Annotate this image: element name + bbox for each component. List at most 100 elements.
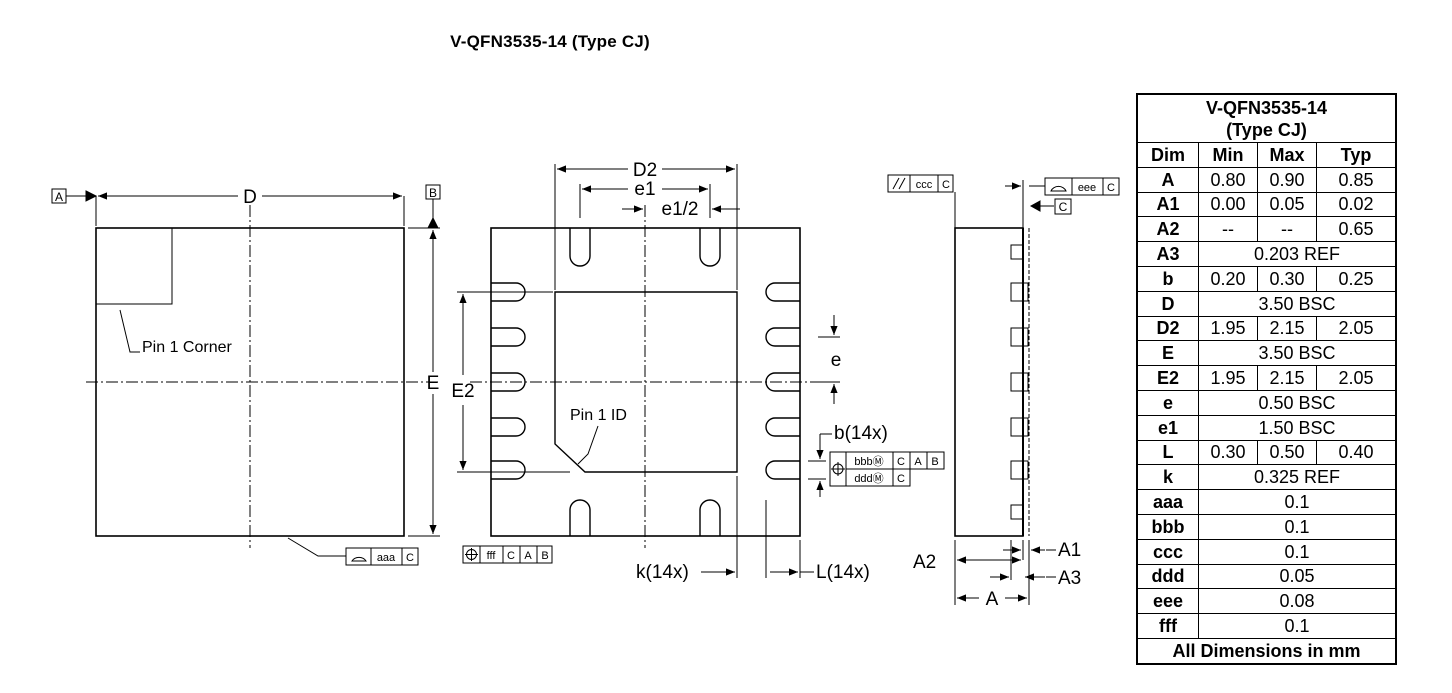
bottom-view	[457, 164, 840, 578]
dim-k-label: k(14x)	[636, 562, 689, 583]
bbb-frame-cell: bbbⓂ	[854, 455, 883, 468]
max-cell: 2.15	[1257, 315, 1317, 342]
dim-cell: ddd	[1136, 563, 1199, 590]
package-body-side	[954, 227, 1024, 537]
dim-cell: D2	[1136, 315, 1199, 342]
dim-cell: eee	[1136, 588, 1199, 615]
typ-cell: 0.40	[1316, 439, 1397, 466]
value-cell: 0.08	[1198, 588, 1397, 615]
dim-cell: A1	[1136, 191, 1199, 218]
min-cell: 0.00	[1198, 191, 1258, 218]
pin-left-3	[491, 372, 526, 392]
dim-a1-label: A1	[1058, 540, 1081, 561]
table-header-row: Dim Min Max Typ	[1136, 142, 1397, 168]
fff-frame-datum-a: A	[524, 550, 532, 562]
max-cell: 0.90	[1257, 166, 1317, 193]
dimension-table: V-QFN3535-14 (Type CJ) Dim Min Max Typ A…	[1136, 93, 1397, 665]
bbb-frame-datum-c: C	[897, 456, 905, 468]
pin-bottom-2	[699, 499, 721, 536]
typ-cell: 0.85	[1316, 166, 1397, 193]
max-cell: 2.15	[1257, 365, 1317, 391]
ccc-frame-cell: ccc	[916, 179, 933, 191]
pin-right-4	[765, 417, 800, 437]
typ-cell: 2.05	[1316, 315, 1397, 342]
ddd-frame-cell: dddⓂ	[854, 472, 883, 485]
min-cell: 0.80	[1198, 166, 1258, 193]
column-header-min: Min	[1198, 142, 1258, 168]
eee-frame-datum-c: C	[1107, 182, 1115, 194]
pin-left-5	[491, 460, 526, 480]
dim-cell: D	[1136, 290, 1199, 317]
fff-frame-datum-b: B	[541, 550, 548, 562]
dim-e2-label: E2	[451, 381, 474, 402]
pin-top-2	[699, 228, 721, 267]
pin-right-5	[765, 460, 800, 480]
dim-cell: e1	[1136, 414, 1199, 441]
dim-cell: aaa	[1136, 489, 1199, 515]
pin1-corner-mark	[96, 228, 173, 305]
value-cell: 3.50 BSC	[1198, 340, 1397, 367]
ccc-frame-datum-c: C	[942, 179, 950, 191]
top-view	[51, 184, 441, 557]
max-cell: 0.05	[1257, 191, 1317, 218]
column-header-typ: Typ	[1316, 142, 1397, 168]
column-header-max: Max	[1257, 142, 1317, 168]
dim-cell: A3	[1136, 241, 1199, 267]
table-title-line1: V-QFN3535-14	[1205, 97, 1328, 118]
dim-d-label: D	[243, 187, 257, 208]
bbb-frame-datum-a: A	[914, 456, 922, 468]
pin1-corner-label: Pin 1 Corner	[142, 339, 232, 356]
value-cell: 0.1	[1198, 489, 1397, 515]
dim-cell: fff	[1136, 613, 1199, 639]
tolerance-frame-aaa: aaa C	[345, 547, 419, 566]
pin-top-1	[569, 228, 591, 267]
table-row: A2----0.65	[1136, 216, 1397, 243]
pin-left-2	[491, 327, 526, 347]
max-cell: --	[1257, 216, 1317, 243]
dim-e-pitch-label: e	[831, 350, 842, 371]
table-title-line2: (Type CJ)	[1226, 119, 1307, 140]
min-cell: 0.30	[1198, 439, 1258, 466]
tolerance-frame-eee	[1044, 177, 1120, 196]
exposed-pad	[554, 291, 738, 473]
value-cell: 0.50 BSC	[1198, 389, 1397, 416]
datum-c-label: C	[1059, 200, 1068, 214]
dim-cell: e	[1136, 389, 1199, 416]
dim-cell: L	[1136, 439, 1199, 466]
column-header-dim: Dim	[1136, 142, 1199, 168]
side-view	[954, 180, 1056, 605]
value-cell: 0.1	[1198, 613, 1397, 639]
max-cell: 0.50	[1257, 439, 1317, 466]
dim-a2-label: A2	[913, 552, 936, 573]
dim-cell: bbb	[1136, 513, 1199, 540]
value-cell: 0.325 REF	[1198, 464, 1397, 491]
pin-left-4	[491, 417, 526, 437]
datum-b-label: B	[429, 186, 437, 200]
typ-cell: 2.05	[1316, 365, 1397, 391]
value-cell: 0.1	[1198, 538, 1397, 565]
aaa-frame-cell: aaa	[377, 552, 396, 564]
dim-cell: A	[1136, 166, 1199, 193]
min-cell: --	[1198, 216, 1258, 243]
dim-e1-label: e1	[634, 179, 655, 200]
pin-right-3	[765, 372, 800, 392]
table-title: V-QFN3535-14 (Type CJ)	[1136, 93, 1397, 143]
tolerance-frame-ccc	[887, 174, 954, 193]
dim-cell: b	[1136, 265, 1199, 292]
aaa-frame-datum: C	[406, 552, 414, 564]
dim-a3-label: A3	[1058, 568, 1081, 589]
tolerance-frame-fff	[462, 545, 553, 564]
typ-cell: 0.65	[1316, 216, 1397, 243]
typ-cell: 0.25	[1316, 265, 1397, 292]
